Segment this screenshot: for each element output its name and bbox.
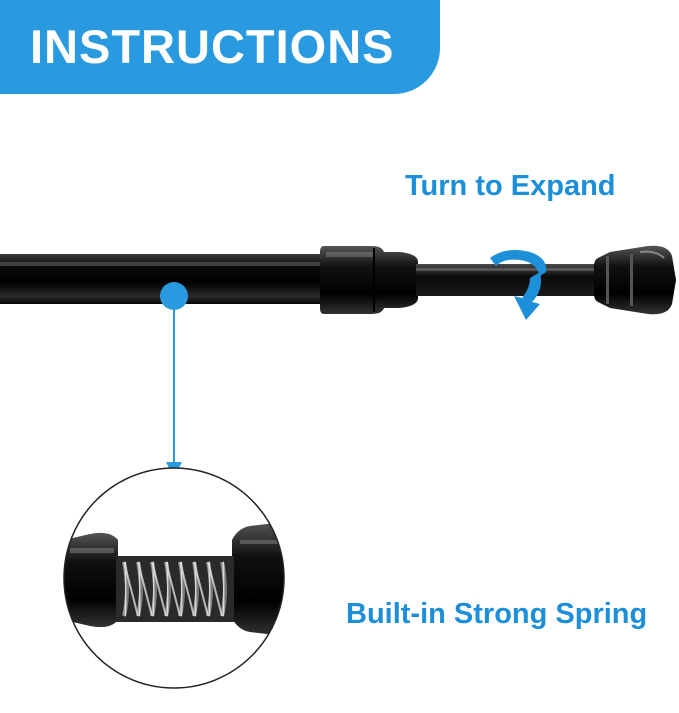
rod-inner-tube [416, 264, 606, 296]
spring-zoom-circle [63, 467, 285, 689]
rod-joint-collar [320, 246, 418, 314]
banner-title: INSTRUCTIONS [30, 20, 395, 73]
instructions-banner: INSTRUCTIONS [0, 0, 440, 94]
turn-to-expand-label: Turn to Expand [405, 170, 616, 202]
built-in-spring-label: Built-in Strong Spring [346, 598, 648, 630]
rod-end-cap [594, 245, 676, 315]
callout-dot-icon [160, 282, 188, 478]
rotate-arrow-icon [490, 250, 547, 320]
